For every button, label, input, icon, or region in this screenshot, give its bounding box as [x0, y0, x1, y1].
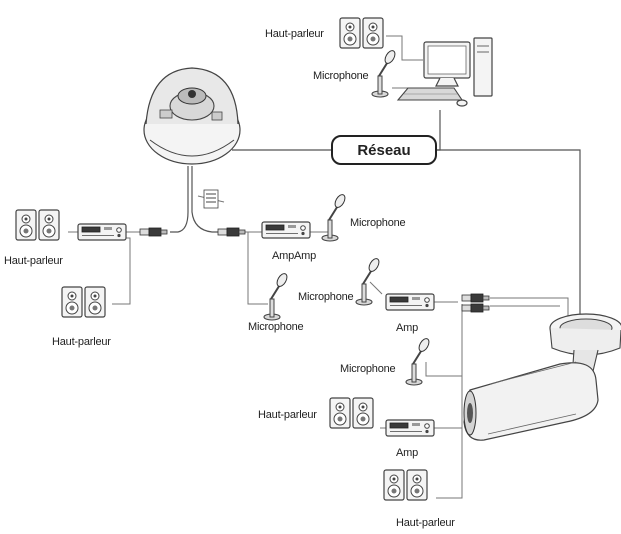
top-microphone-label: Microphone [350, 217, 406, 229]
rca-connector-icon [461, 293, 490, 313]
amplifier-icon [385, 419, 435, 437]
bottom-amp-label: Amp [396, 447, 418, 459]
amplifier-icon [77, 223, 127, 241]
pc-microphone-label: Microphone [313, 70, 369, 82]
microphone-icon [321, 191, 348, 242]
mid-microphone-a-label: Microphone [248, 321, 304, 333]
mid-microphone-b-label: Microphone [298, 291, 354, 303]
microphone-icon [405, 335, 432, 386]
network-label: Réseau [357, 142, 410, 159]
amplifier-icon [261, 221, 311, 239]
microphone-icon [263, 270, 290, 321]
left-speaker-1-label: Haut-parleur [4, 255, 63, 267]
dome-camera-icon [143, 67, 241, 165]
wiring [68, 35, 581, 499]
bullet-camera-icon [463, 313, 621, 441]
low-microphone-label: Microphone [340, 363, 396, 375]
bottom-speaker-1-label: Haut-parleur [258, 409, 317, 421]
speaker-icon [330, 398, 373, 428]
microphone-icon [371, 47, 398, 98]
microphone-icon [355, 255, 382, 306]
speaker-icon [16, 210, 59, 240]
computer-icon [396, 37, 493, 107]
speaker-icon [340, 18, 383, 48]
top-amp-label: AmpAmp [272, 250, 316, 262]
amplifier-icon [385, 293, 435, 311]
left-speaker-2-label: Haut-parleur [52, 336, 111, 348]
bottom-speaker-2-label: Haut-parleur [396, 517, 455, 529]
speaker-icon [384, 470, 427, 500]
pc-speaker-label: Haut-parleur [265, 28, 324, 40]
mid-amp-label: Amp [396, 322, 418, 334]
network-box: Réseau [331, 135, 437, 165]
cable-bundle-icon [203, 189, 219, 209]
rca-connector-icon [139, 227, 246, 237]
speaker-icon [62, 287, 105, 317]
